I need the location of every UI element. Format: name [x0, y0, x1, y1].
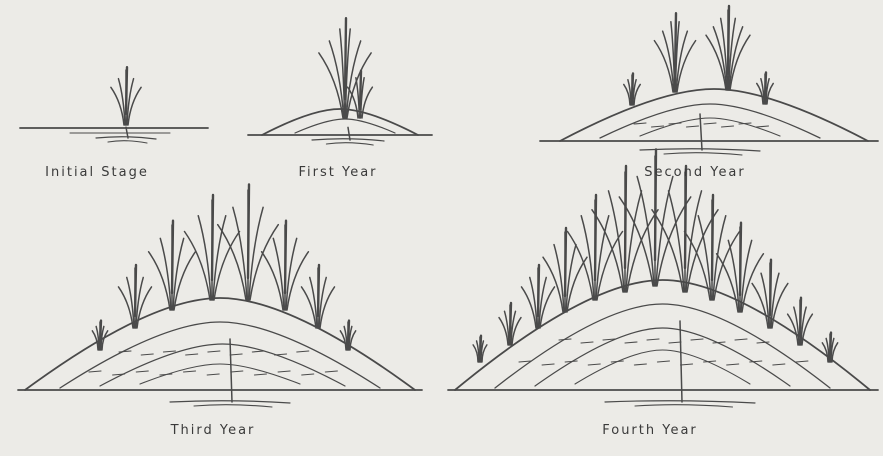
- caption-third-year: Third Year: [171, 423, 256, 438]
- caption-second-year: Second Year: [644, 165, 746, 180]
- sand-hatch: [773, 364, 785, 365]
- sand-hatch: [141, 354, 153, 355]
- grass-clump: [654, 13, 695, 92]
- sand-hatch: [625, 342, 637, 343]
- sand-hatch: [275, 354, 287, 355]
- sand-hatch: [136, 371, 148, 372]
- sand-layer: [262, 109, 418, 135]
- grass-clump: [262, 221, 309, 310]
- sand-hatch: [588, 364, 600, 365]
- grass-clump: [473, 336, 487, 362]
- grass-clump: [499, 303, 521, 345]
- sand-hatch: [542, 364, 554, 365]
- sand-hatch: [207, 374, 219, 375]
- caption-initial-stage: Initial Stage: [45, 165, 149, 180]
- sand-hatch: [230, 354, 242, 355]
- sand-layer: [455, 280, 870, 390]
- grass-clump: [119, 265, 152, 328]
- sand-hatch: [704, 123, 716, 124]
- dune-third-year: [18, 185, 422, 408]
- sand-layer: [140, 364, 300, 384]
- dune-second-year: [540, 6, 878, 155]
- sand-layer: [495, 304, 830, 388]
- caption-first-year: First Year: [298, 165, 377, 180]
- sand-hatch: [735, 339, 747, 340]
- sand-hatch: [687, 126, 699, 127]
- sand-hatch: [278, 371, 290, 372]
- dune-first-year: [248, 18, 432, 145]
- sand-hatch: [634, 123, 646, 124]
- grass-clump: [522, 265, 555, 328]
- root-system: [640, 114, 760, 155]
- sand-hatch: [184, 371, 196, 372]
- sand-hatch: [208, 351, 220, 352]
- grass-clump: [706, 6, 750, 90]
- sand-hatch: [722, 126, 734, 127]
- sand-hatch: [647, 339, 659, 340]
- grass-clump: [543, 228, 587, 312]
- grass-clump: [92, 321, 107, 350]
- sand-layer: [100, 344, 345, 386]
- caption-fourth-year: Fourth Year: [602, 423, 698, 438]
- grass-clump: [752, 260, 788, 328]
- sand-hatch: [186, 354, 198, 355]
- sand-hatch: [163, 351, 175, 352]
- sand-hatch: [325, 371, 337, 372]
- sand-hatch: [119, 351, 131, 352]
- grass-clump: [319, 18, 371, 118]
- dune-fourth-year: [448, 150, 878, 408]
- grass-clump: [717, 223, 764, 312]
- grass-clump: [788, 298, 813, 345]
- sand-hatch: [89, 371, 101, 372]
- grass-clump: [340, 321, 355, 350]
- sand-hatch: [669, 123, 681, 124]
- sand-hatch: [681, 364, 693, 365]
- sand-layer: [535, 328, 790, 386]
- sand-hatch: [297, 351, 309, 352]
- sand-hatch: [657, 361, 669, 362]
- sand-layer: [575, 350, 750, 384]
- root-system: [96, 127, 156, 143]
- sand-hatch: [559, 339, 571, 340]
- sand-layer: [600, 104, 820, 138]
- sand-hatch: [611, 361, 623, 362]
- grass-clump: [822, 333, 837, 362]
- dune-initial-stage: [20, 67, 208, 143]
- sand-hatch: [160, 374, 172, 375]
- sand-layer: [60, 322, 380, 388]
- sand-hatch: [302, 374, 314, 375]
- sand-hatch: [669, 342, 681, 343]
- grass-clump: [111, 67, 141, 125]
- grass-clump: [302, 265, 335, 328]
- sand-hatch: [565, 361, 577, 362]
- sand-layer: [560, 89, 868, 141]
- grass-clump: [149, 221, 196, 310]
- sand-hatch: [757, 126, 769, 127]
- grass-clump: [624, 74, 641, 106]
- sand-hatch: [252, 351, 264, 352]
- sand-hatch: [254, 374, 266, 375]
- grass-clump: [218, 185, 279, 301]
- sand-hatch: [652, 126, 664, 127]
- sand-hatch: [581, 342, 593, 343]
- sand-layer: [295, 119, 395, 133]
- sand-hatch: [634, 364, 646, 365]
- sand-hatch: [691, 339, 703, 340]
- sand-hatch: [231, 371, 243, 372]
- root-system: [312, 127, 384, 145]
- sand-hatch: [796, 361, 808, 362]
- sand-hatch: [727, 364, 739, 365]
- sand-hatch: [713, 342, 725, 343]
